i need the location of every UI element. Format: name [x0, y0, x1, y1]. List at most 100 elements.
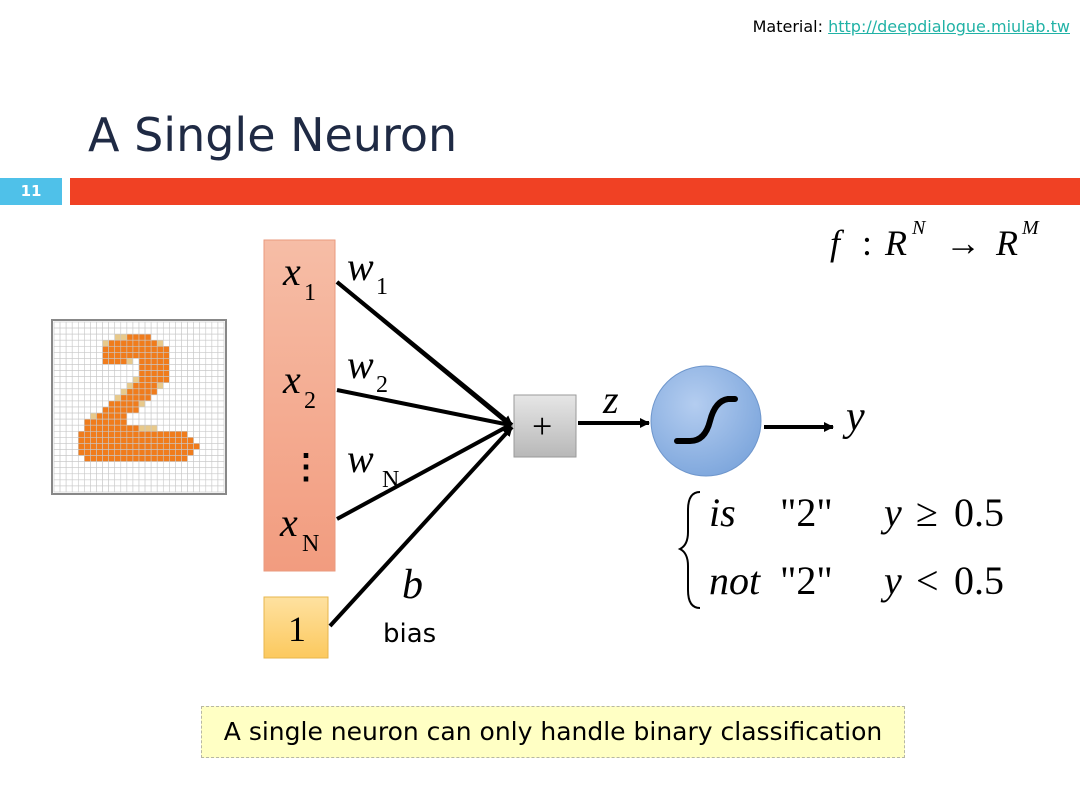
- digit-pixel: [71, 382, 79, 390]
- digit-pixel: [96, 382, 103, 390]
- digit-pixel: [77, 345, 85, 353]
- material-link[interactable]: http://deepdialogue.miulab.tw: [828, 17, 1070, 36]
- digit-pixel: [199, 358, 207, 365]
- digit-pixel: [84, 430, 91, 438]
- digit-pixel: [217, 467, 225, 475]
- digit-pixel: [71, 412, 79, 420]
- digit-pixel: [77, 382, 85, 390]
- digit-pixel: [138, 449, 146, 456]
- digit-pixel: [71, 333, 79, 341]
- digit-pixel: [199, 430, 207, 438]
- digit-pixel: [114, 364, 122, 371]
- page-title: A Single Neuron: [88, 108, 458, 162]
- digit-pixel: [138, 443, 146, 450]
- digit-pixel: [90, 352, 97, 359]
- digit-pixel: [199, 345, 207, 353]
- z-label: z: [602, 377, 619, 422]
- digit-pixel: [211, 370, 219, 377]
- digit-pixel: [90, 473, 97, 481]
- digit-pixel: [181, 327, 188, 335]
- digit-pixel: [53, 437, 61, 444]
- digit-pixel: [59, 443, 67, 450]
- digit-pixel: [169, 430, 176, 438]
- digit-pixel: [205, 424, 213, 432]
- digit-pixel: [102, 473, 109, 481]
- digit-pixel: [120, 382, 128, 390]
- digit-pixel: [132, 339, 140, 347]
- digit-pixel: [175, 388, 182, 396]
- sum-symbol: +: [532, 406, 552, 446]
- digit-pixel: [181, 418, 188, 426]
- digit-pixel: [132, 333, 140, 341]
- digit-pixel: [199, 479, 207, 487]
- digit-pixel: [114, 473, 122, 481]
- digit-pixel: [59, 382, 67, 390]
- digit-pixel: [71, 327, 79, 335]
- digit-pixel: [59, 467, 67, 475]
- digit-pixel: [132, 321, 140, 329]
- digit-pixel: [156, 345, 164, 353]
- digit-pixel: [187, 364, 194, 371]
- digit-pixel: [162, 430, 170, 438]
- digit-pixel: [77, 352, 85, 359]
- digit-pixel: [84, 449, 91, 456]
- digit-pixel: [65, 382, 73, 390]
- digit-pixel: [193, 382, 201, 390]
- sigmoid-curve-icon: [674, 396, 738, 444]
- digit-pixel: [211, 473, 219, 481]
- digit-pixel: [132, 473, 140, 481]
- digit-pixel: [144, 345, 152, 353]
- digit-pixel: [120, 455, 128, 462]
- digit-pixel: [65, 485, 73, 493]
- digit-pixel: [211, 376, 219, 384]
- digit-pixel: [144, 485, 152, 493]
- digit-pixel: [187, 449, 194, 456]
- digit-pixel: [53, 394, 61, 402]
- digit-pixel: [217, 400, 225, 408]
- digit-pixel: [108, 388, 116, 396]
- digit-pixel: [59, 388, 67, 396]
- digit-pixel: [102, 345, 109, 353]
- digit-pixel: [211, 364, 219, 371]
- digit-pixel: [150, 339, 158, 347]
- digit-pixel: [150, 479, 158, 487]
- digit-pixel: [150, 358, 158, 365]
- digit-pixel: [102, 394, 109, 402]
- digit-pixel: [199, 370, 207, 377]
- digit-pixel: [211, 449, 219, 456]
- digit-pixel: [156, 412, 164, 420]
- digit-pixel: [162, 467, 170, 475]
- sum-node: [513, 394, 577, 458]
- digit-pixel: [205, 333, 213, 341]
- digit-pixel: [138, 461, 146, 469]
- digit-pixel: [132, 394, 140, 402]
- digit-pixel: [193, 400, 201, 408]
- digit-pixel: [217, 364, 225, 371]
- digit-pixel: [138, 473, 146, 481]
- digit-pixel: [59, 437, 67, 444]
- digit-pixel: [84, 473, 91, 481]
- digit-pixel: [169, 382, 176, 390]
- input-vector-box: [263, 239, 336, 572]
- digit-pixel: [90, 382, 97, 390]
- digit-pixel: [211, 424, 219, 432]
- digit-pixel: [211, 437, 219, 444]
- digit-pixel: [156, 473, 164, 481]
- digit-pixel: [175, 370, 182, 377]
- digit-pixel: [59, 394, 67, 402]
- digit-pixel: [187, 443, 194, 450]
- digit-pixel: [114, 418, 122, 426]
- digit-pixel: [138, 455, 146, 462]
- digit-pixel: [144, 394, 152, 402]
- digit-pixel: [205, 485, 213, 493]
- digit-pixel: [53, 424, 61, 432]
- digit-pixel: [162, 394, 170, 402]
- digit-pixel: [169, 479, 176, 487]
- digit-pixel: [120, 473, 128, 481]
- digit-pixel: [193, 418, 201, 426]
- digit-pixel: [53, 485, 61, 493]
- digit-pixel: [71, 467, 79, 475]
- digit-pixel: [77, 424, 85, 432]
- digit-pixel: [108, 321, 116, 329]
- digit-pixel: [150, 485, 158, 493]
